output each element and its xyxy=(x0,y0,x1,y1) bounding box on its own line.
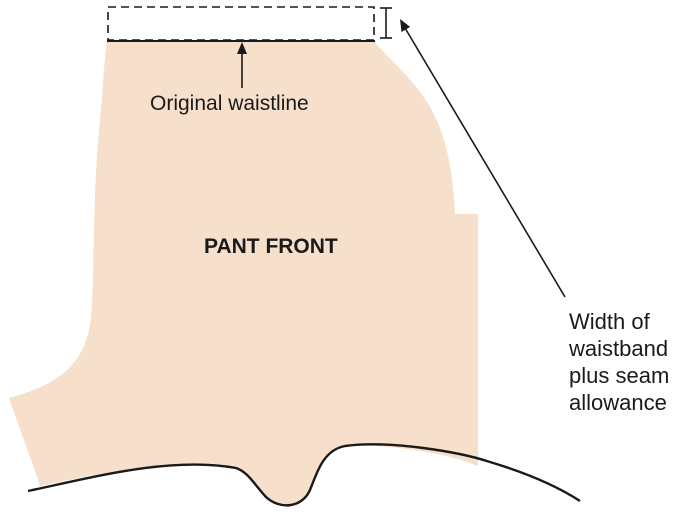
bottom-curve-line xyxy=(27,443,581,507)
pant-front-piece xyxy=(9,42,478,506)
waistband-extension xyxy=(107,6,375,41)
callout-arrow xyxy=(400,19,566,298)
piece-title: PANT FRONT xyxy=(204,235,338,258)
svg-text:Width of: Width of xyxy=(569,309,651,334)
svg-text:waistband: waistband xyxy=(568,336,668,361)
waistline-arrow xyxy=(237,42,247,88)
svg-text:plus seam: plus seam xyxy=(569,363,669,388)
width-dimension-bracket xyxy=(380,7,392,39)
waistline-label: Original waistline xyxy=(150,92,309,115)
svg-text:allowance: allowance xyxy=(569,390,667,415)
callout-text: Width of waistband plus seam allowance xyxy=(568,309,669,415)
